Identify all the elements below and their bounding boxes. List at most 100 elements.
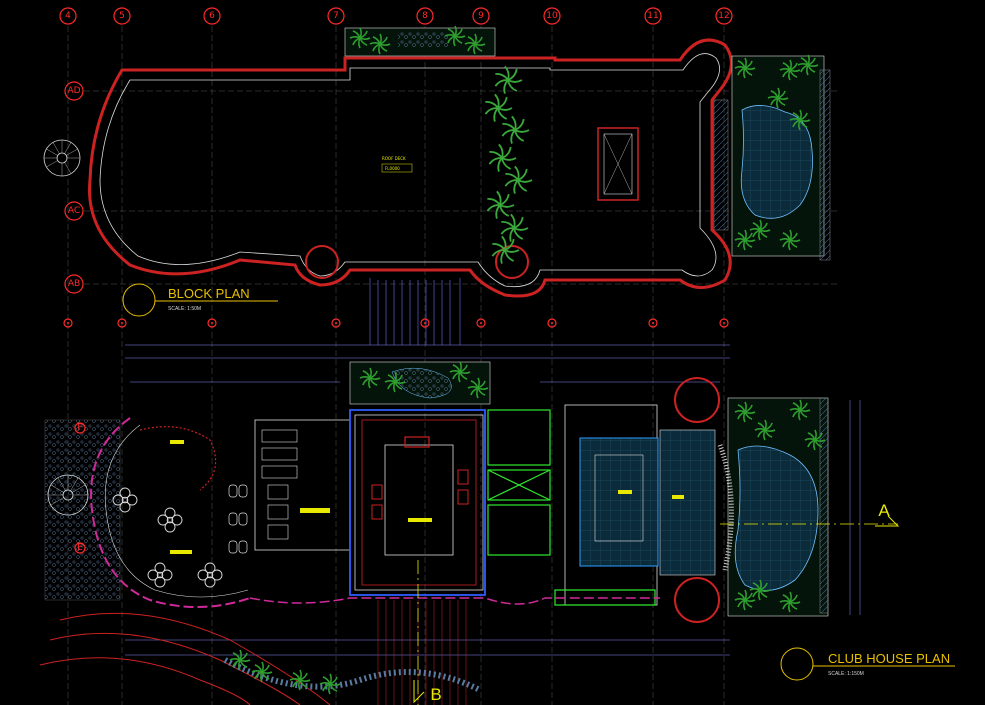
plant [229, 649, 251, 671]
block-pool-water [740, 105, 813, 219]
grid-bubble-9: 9 [472, 7, 490, 25]
plant [797, 54, 819, 76]
club-dimension-lines [125, 344, 861, 656]
grid-bubble-6: 6 [203, 7, 221, 25]
svg-text:9: 9 [478, 11, 484, 21]
palm [491, 235, 520, 264]
block-outer-wall [88, 38, 733, 298]
palm [484, 93, 513, 122]
palm [486, 190, 515, 219]
palm [488, 143, 517, 172]
cafe-chair-pair [228, 540, 248, 554]
grid-bubble-AC: AC [64, 201, 84, 221]
club-plan-title: CLUB HOUSE PLAN [828, 651, 950, 666]
svg-text:AB: AB [68, 279, 80, 289]
plant [734, 229, 756, 251]
block-column-circle [305, 245, 339, 279]
plant [754, 419, 776, 441]
club-plan-scale: SCALE: 1:150M [828, 671, 864, 677]
left-paving [44, 419, 121, 601]
gym-equipment [261, 429, 298, 540]
cafe-chair-pair [228, 484, 248, 498]
plant [464, 33, 486, 55]
spiral-stair-club [47, 474, 89, 516]
grid-bubble-mid-9 [476, 318, 486, 328]
grid-bubble-mid-8 [420, 318, 430, 328]
grid-lines [67, 26, 840, 705]
club-house-plan: A B CLUB HOUSE PLAN SCALE: 1:150M [39, 344, 955, 705]
palm [504, 165, 533, 194]
grid-bubble-mid-10 [547, 318, 557, 328]
plant [444, 25, 466, 47]
plant [359, 367, 381, 389]
grid-bubbles-left: AD AC AB F E [64, 81, 86, 554]
block-plan: ROOF DECK FL0000 BLOCK PLAN SCALE: 1:50M [43, 27, 831, 345]
svg-text:AD: AD [67, 86, 80, 96]
grid-bubble-5: 5 [113, 7, 131, 25]
plant [749, 579, 771, 601]
grid-bubble-mid-5 [117, 318, 127, 328]
svg-text:6: 6 [209, 11, 215, 21]
plant [449, 361, 471, 383]
plant [734, 589, 756, 611]
plant [779, 229, 801, 251]
grid-bubble-10: 10 [543, 7, 561, 25]
plant [384, 371, 406, 393]
grid-bubble-mid-6 [207, 318, 217, 328]
svg-text:8: 8 [422, 11, 428, 21]
club-front-stairs [377, 600, 467, 705]
plant [734, 401, 756, 423]
grid-bubble-mid-4 [63, 318, 73, 328]
grid-bubble-mid-11 [648, 318, 658, 328]
roof-deck-label: ROOF DECK [382, 156, 406, 161]
hall-table [384, 444, 454, 556]
tag-marker [170, 550, 192, 554]
bottom-terrace-curve [59, 612, 331, 705]
plant [251, 661, 273, 683]
section-marker-b: B [413, 560, 442, 705]
palm [500, 213, 529, 242]
grid-bubble-4: 4 [59, 7, 77, 25]
grid-bubble-E: E [74, 542, 86, 554]
hall-glazing [349, 409, 486, 596]
tag-marker [170, 440, 184, 444]
block-column-circle [495, 245, 529, 279]
svg-text:AC: AC [68, 206, 80, 216]
grand-stair [369, 278, 461, 345]
plant [319, 673, 341, 695]
change-room [659, 429, 716, 576]
grid-bubble-F: F [74, 422, 86, 434]
main-hall [354, 414, 484, 591]
grid-bubble-7: 7 [327, 7, 345, 25]
plant [369, 33, 391, 55]
grid-bubble-AB: AB [64, 274, 84, 294]
grid-bubble-mid-7 [331, 318, 341, 328]
svg-text:4: 4 [65, 11, 71, 21]
plant [767, 87, 789, 109]
cafe-inner-arc [139, 426, 217, 491]
vegetation [229, 25, 826, 695]
svg-text:A: A [878, 501, 890, 520]
plant [467, 377, 489, 399]
cafe-table [157, 507, 183, 533]
grid-bubble-mid-12 [719, 318, 729, 328]
palm [501, 115, 530, 144]
grid-bubble-12: 12 [715, 7, 733, 25]
grid-bubble-8: 8 [416, 7, 434, 25]
cafe-tables [112, 440, 248, 588]
cafe-chair-pair [228, 512, 248, 526]
section-marker-a: A [720, 501, 900, 527]
rooftop-box [597, 127, 639, 201]
cafe-table [147, 562, 173, 588]
svg-text:12: 12 [718, 11, 729, 21]
grid-bubbles-mid [63, 318, 729, 328]
block-inner-wall [99, 53, 720, 288]
club-plan-title-circle [780, 647, 814, 681]
svg-text:5: 5 [119, 11, 125, 21]
palm [494, 65, 523, 94]
grid-bubble-AD: AD [64, 81, 84, 101]
spiral-stair-block [43, 139, 81, 177]
cafe-curved-wall [90, 417, 251, 609]
